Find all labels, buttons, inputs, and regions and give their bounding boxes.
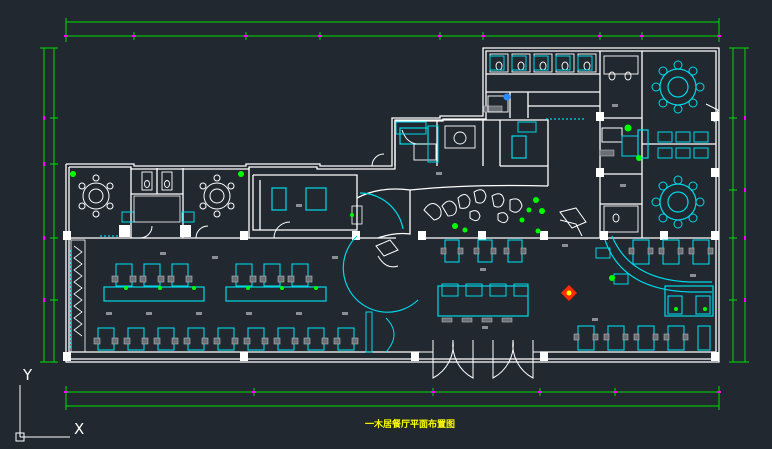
ucs-axis-icon [15,385,70,442]
dimension-lines [40,18,749,410]
entrance-doors [139,153,540,379]
dining-tables [97,239,711,351]
exterior-walls [65,47,720,363]
private-room-tables [78,174,235,218]
dining-chairs [93,105,714,345]
service-counter [70,195,363,353]
drawing-title: 一木居餐厅平面布置图 [364,420,455,430]
round-table-chairs [651,60,705,229]
ucs-x-label: X [74,420,85,438]
ucs-y-label: Y [23,366,33,384]
decorative-ornament [561,285,577,301]
restroom-sign [503,93,511,101]
dimension-tick-marks [43,35,746,393]
lounge-seats [441,131,709,297]
plants [70,124,707,311]
floor-markers [106,104,696,329]
dashed-guides [69,118,585,348]
structural-columns [63,112,719,361]
lounge-sofas [375,103,719,268]
restroom-partitions [121,55,639,353]
